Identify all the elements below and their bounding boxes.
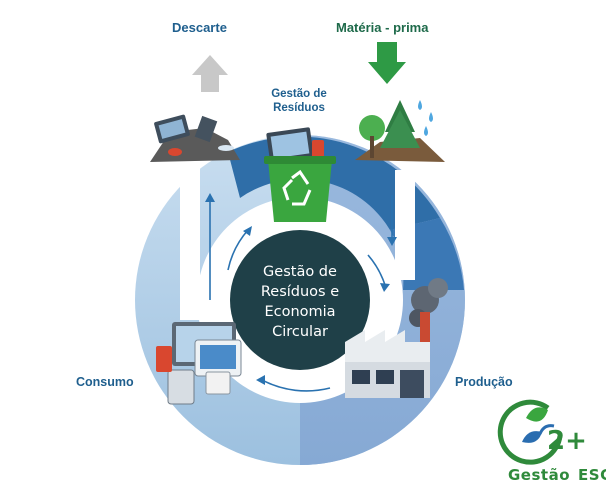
- materia-prima-arrow-icon: [368, 42, 406, 84]
- gestao-esg-logo-icon: 2+: [497, 399, 587, 465]
- arrow-down-right-head: [387, 237, 397, 246]
- logo-word-esg: ESG: [578, 466, 606, 484]
- arrow-arc-right-head: [380, 283, 390, 292]
- center-line-1: Gestão de: [263, 264, 337, 280]
- center-line-4: Circular: [272, 324, 328, 340]
- center-line-2: Resíduos e: [260, 284, 340, 300]
- junk-pile-icon: [150, 114, 240, 162]
- logo-mark-text: 2+: [547, 426, 587, 456]
- label-materia-prima: Matéria - prima: [336, 20, 429, 35]
- logo-word-gestao: Gestão: [508, 466, 571, 484]
- center-circle: [230, 230, 370, 370]
- ring-gap-left: [180, 150, 200, 320]
- label-producao: Produção: [455, 375, 513, 389]
- cycle-arrows: [205, 193, 397, 392]
- label-consumo: Consumo: [76, 375, 134, 389]
- arrow-up-left-head: [205, 193, 215, 202]
- arrow-arc-bottom: [261, 379, 331, 392]
- recycle-bin-icon: [264, 127, 336, 222]
- recycle-symbol-icon: [282, 169, 312, 206]
- center-title: Gestão de Resíduos e Economia Circular: [230, 262, 370, 342]
- arrow-arc-bottom-head: [256, 375, 265, 385]
- label-gestao-residuos: Gestão de Resíduos: [271, 88, 327, 114]
- label-descarte: Descarte: [172, 20, 227, 35]
- factory-icon: [345, 278, 448, 398]
- center-line-3: Economia: [264, 304, 336, 320]
- arrow-arc-top-left-head: [243, 226, 252, 236]
- descarte-arrow-icon: [192, 55, 228, 92]
- ring-gap-right: [395, 170, 415, 280]
- devices-icon: [156, 322, 242, 405]
- logo-wordmark: Gestão ESG: [508, 466, 606, 484]
- raw-materials-icon: [355, 100, 445, 162]
